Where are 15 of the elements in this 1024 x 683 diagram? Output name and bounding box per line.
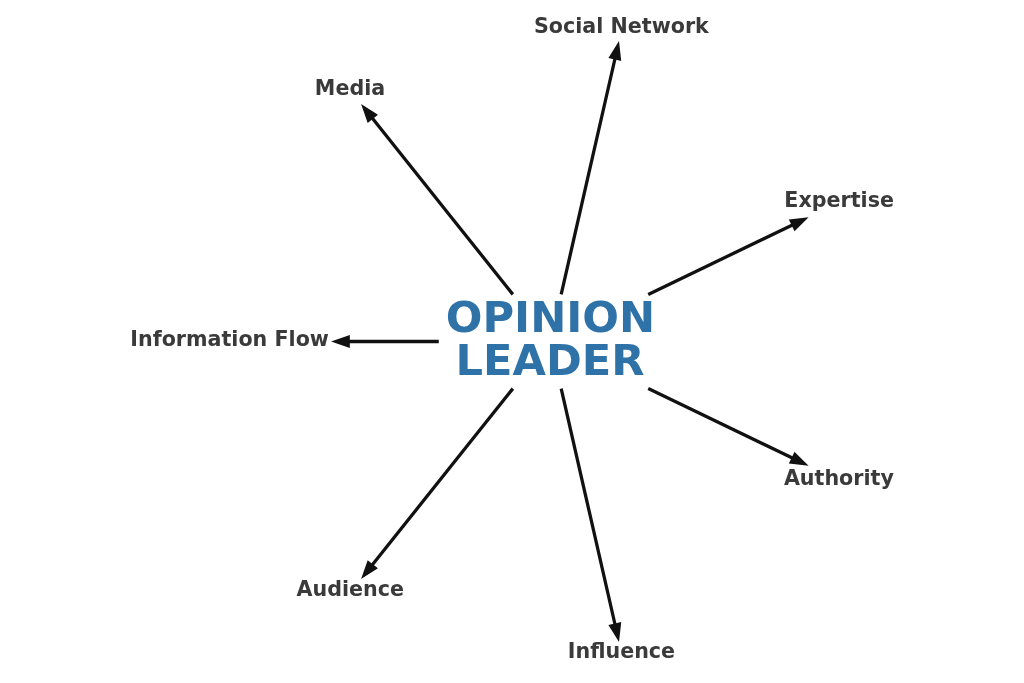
node-text: Audience: [296, 577, 404, 602]
node-text: Authority: [783, 465, 894, 490]
node-text: Social Network: [533, 14, 709, 39]
arrow: [559, 41, 621, 295]
arrow: [330, 334, 439, 349]
arrow: [559, 388, 621, 642]
arrow: [647, 217, 809, 296]
arrow: [360, 104, 514, 296]
node-text: Expertise: [783, 187, 894, 212]
node-text: OPINION LEADER: [445, 291, 655, 386]
node-text: Information Flow: [129, 326, 329, 351]
node-text: Media: [314, 76, 385, 101]
node-text: Influence: [567, 639, 675, 664]
arrow: [647, 387, 809, 466]
arrow: [360, 387, 514, 579]
